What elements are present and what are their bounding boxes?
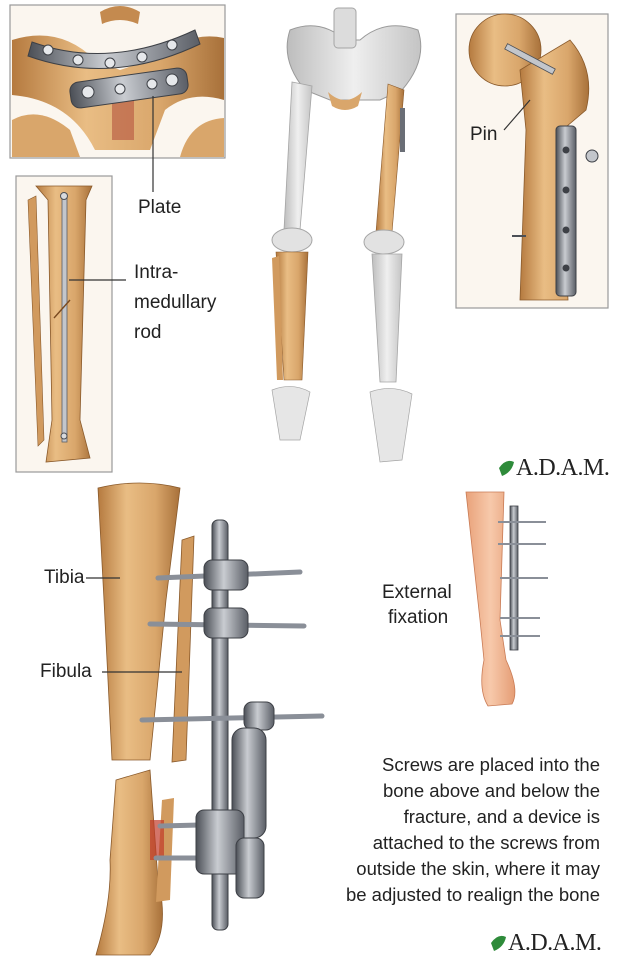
intramedullary-rod-panel xyxy=(16,176,112,472)
leg-external-fixation xyxy=(466,492,548,706)
plate-label: Plate xyxy=(138,197,181,219)
caption-line: bone above and below the xyxy=(262,778,600,804)
adam-logo-text: A.D.A.M. xyxy=(516,455,609,481)
caption-line: attached to the screws from xyxy=(262,830,600,856)
pin-label: Pin xyxy=(470,124,497,146)
intramedullary-rod-label-line3: rod xyxy=(134,322,161,344)
procedure-caption: Screws are placed into the bone above an… xyxy=(262,752,600,908)
tibia-label: Tibia xyxy=(44,567,84,589)
external-fixation-label-line2: fixation xyxy=(388,607,448,629)
caption-line: Screws are placed into the xyxy=(262,752,600,778)
external-fixation-label-line1: External xyxy=(382,582,452,604)
pelvis-plate-panel xyxy=(10,5,225,158)
fibula-label: Fibula xyxy=(40,661,92,683)
caption-line: outside the skin, where it may xyxy=(262,856,600,882)
adam-logo-text: A.D.A.M. xyxy=(508,930,601,956)
lower-skeleton xyxy=(272,8,421,462)
adam-logo-bottom: A.D.A.M. xyxy=(508,930,601,957)
pin-panel xyxy=(456,14,608,308)
adam-logo-top: A.D.A.M. xyxy=(516,455,609,482)
intramedullary-rod-label-line1: Intra- xyxy=(134,262,178,284)
caption-line: be adjusted to realign the bone xyxy=(262,882,600,908)
intramedullary-rod-label-line2: medullary xyxy=(134,292,216,314)
caption-line: fracture, and a device is xyxy=(262,804,600,830)
